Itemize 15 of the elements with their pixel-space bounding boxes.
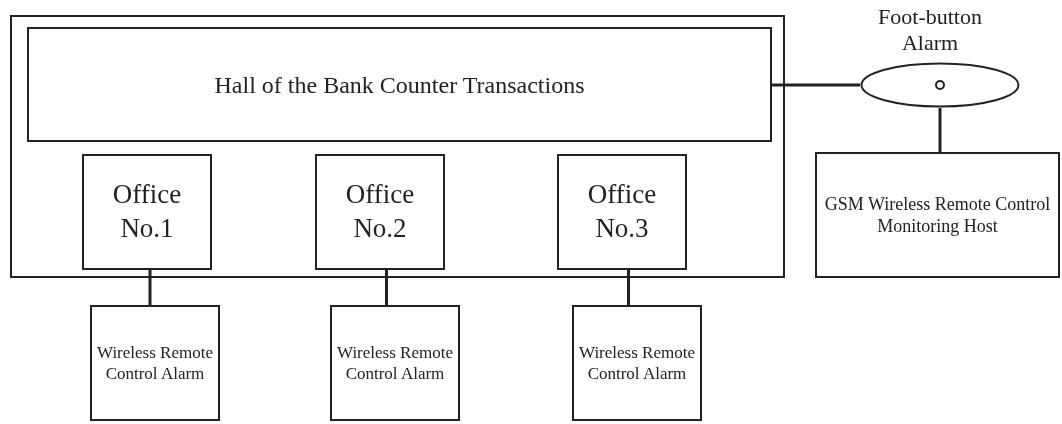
connector-line (938, 108, 942, 152)
connector-line (148, 268, 152, 305)
process-box: Wireless Remote Control Alarm (90, 305, 220, 421)
connector-line (770, 83, 860, 87)
connector-line (627, 268, 630, 305)
process-box: GSM Wireless Remote Control Monitoring Host (815, 152, 1060, 278)
process-box: Office No.3 (557, 154, 687, 270)
process-box: Office No.2 (315, 154, 445, 270)
process-box: Wireless Remote Control Alarm (330, 305, 460, 421)
outer-box (10, 15, 785, 278)
node-label: Foot-button Alarm (877, 4, 983, 56)
process-box: Office No.1 (82, 154, 212, 270)
process-box: Hall of the Bank Counter Transactions (27, 27, 772, 142)
connector-line (385, 268, 388, 305)
process-box: Wireless Remote Control Alarm (572, 305, 702, 421)
